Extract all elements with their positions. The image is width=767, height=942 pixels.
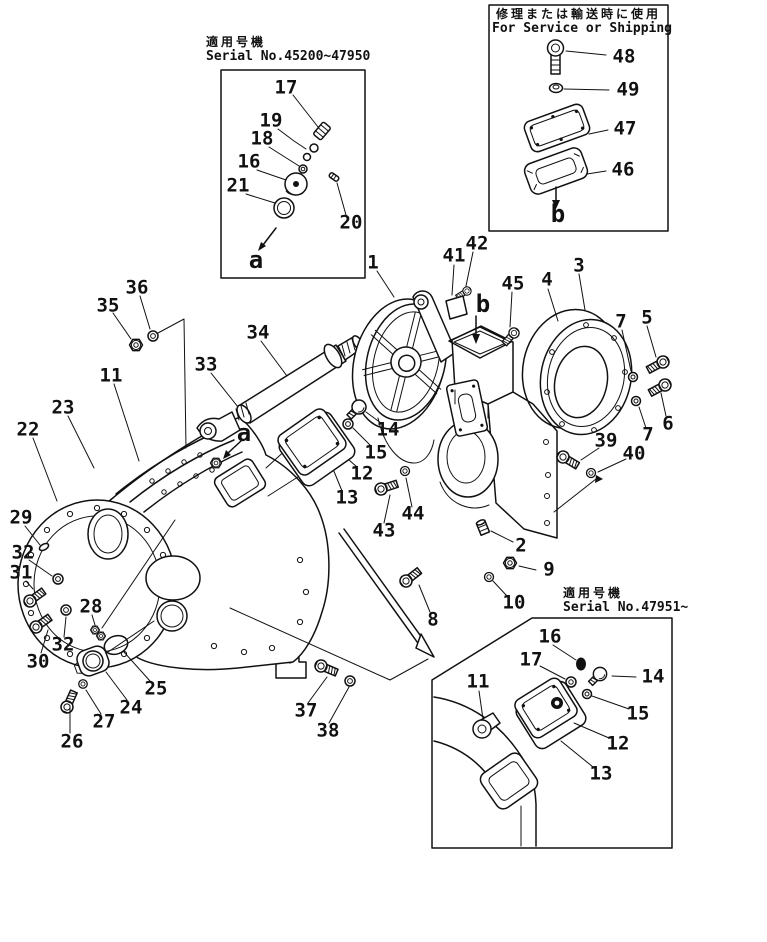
callout-boxc-12: 12 [606, 732, 630, 755]
callout-boxc-11: 11 [466, 670, 490, 693]
callout-m-12: 12 [350, 462, 374, 485]
callout-m-34: 34 [246, 321, 270, 344]
callout-boxb-48: 48 [612, 45, 636, 68]
serial-a-box [220, 69, 366, 279]
callout-m-5: 5 [641, 306, 653, 329]
inspection-cover-drawing [277, 408, 356, 487]
callout-m-6: 6 [662, 412, 674, 435]
callout-boxa-16: 16 [237, 150, 261, 173]
service-title-jp: 修理または輸送時に使用 [495, 7, 661, 21]
callout-boxb-46: 46 [611, 158, 635, 181]
callout-m-7b: 7 [642, 423, 654, 446]
callout-m-23: 23 [51, 396, 75, 419]
callout-m-32a: 32 [11, 541, 35, 564]
callout-boxa-21: 21 [226, 174, 250, 197]
callout-m-a: a [236, 419, 252, 447]
callout-boxc-17: 17 [519, 648, 543, 671]
serial-a-title-en: Serial No.45200~47950 [206, 49, 371, 64]
callout-boxb-49: 49 [616, 78, 640, 101]
view-arrows [223, 227, 480, 658]
hardware-drawing [20, 284, 674, 716]
callout-m-10: 10 [502, 591, 526, 614]
callout-m-11: 11 [99, 364, 123, 387]
callout-m-25: 25 [144, 677, 168, 700]
callout-m-26: 26 [60, 730, 84, 753]
callout-boxc-13: 13 [589, 762, 613, 785]
callout-m-3: 3 [573, 254, 585, 277]
callout-m-29: 29 [9, 506, 33, 529]
callout-m-33: 33 [194, 353, 218, 376]
callout-boxa-17: 17 [274, 76, 298, 99]
serial-a-title-jp: 適用号機 [206, 35, 267, 49]
flywheel-drawing [351, 290, 457, 464]
callout-m-39: 39 [594, 429, 618, 452]
callout-m-36: 36 [125, 276, 149, 299]
callout-m-27: 27 [92, 710, 116, 733]
callout-m-9: 9 [543, 558, 555, 581]
callout-m-44: 44 [401, 502, 425, 525]
callout-m-4: 4 [541, 268, 553, 291]
callout-m-2: 2 [515, 534, 527, 557]
callout-m-41: 41 [442, 244, 466, 267]
callout-m-32b: 32 [51, 633, 75, 656]
callout-m-8: 8 [427, 608, 439, 631]
callout-m-38: 38 [316, 719, 340, 742]
callout-m-14: 14 [376, 418, 400, 441]
serial-b-box [431, 617, 673, 849]
callout-m-22: 22 [16, 418, 40, 441]
callout-m-28: 28 [79, 595, 103, 618]
callout-m-40: 40 [622, 442, 646, 465]
center-housing-drawing [437, 325, 558, 539]
callout-m-13: 13 [335, 486, 359, 509]
callout-boxb-47: 47 [613, 117, 637, 140]
leader-lines [24, 251, 667, 734]
callout-m-43: 43 [372, 519, 396, 542]
callout-m-15: 15 [364, 441, 388, 464]
side-cover-drawing [521, 308, 633, 436]
callout-m-24: 24 [119, 696, 143, 719]
callout-boxa-19: 19 [259, 109, 283, 132]
transmission-case-drawing [17, 411, 330, 679]
callout-m-35: 35 [96, 294, 120, 317]
shaft-drawing [235, 335, 365, 424]
callout-m-37: 37 [294, 699, 318, 722]
callout-boxc-15: 15 [626, 702, 650, 725]
serial-b-title-jp: 適用号機 [563, 586, 624, 600]
callout-m-1: 1 [367, 251, 379, 274]
callout-boxa-18: 18 [250, 127, 274, 150]
callout-m-30: 30 [26, 650, 50, 673]
service-box [488, 4, 669, 232]
serial-b-title-en: Serial No.47951~ [563, 600, 689, 615]
callout-boxc-14: 14 [641, 665, 665, 688]
callout-m-45: 45 [501, 272, 525, 295]
bearing-cage-24 [73, 645, 110, 677]
callout-boxa-20: 20 [339, 211, 363, 234]
callout-boxb-b: b [550, 200, 566, 228]
callout-m-42: 42 [465, 232, 489, 255]
callout-boxc-16: 16 [538, 625, 562, 648]
callout-m-7a: 7 [615, 310, 627, 333]
service-title-en: For Service or Shipping [492, 21, 673, 36]
callout-m-31: 31 [9, 561, 33, 584]
callout-boxa-a: a [248, 246, 264, 274]
callout-m-b: b [475, 290, 491, 318]
